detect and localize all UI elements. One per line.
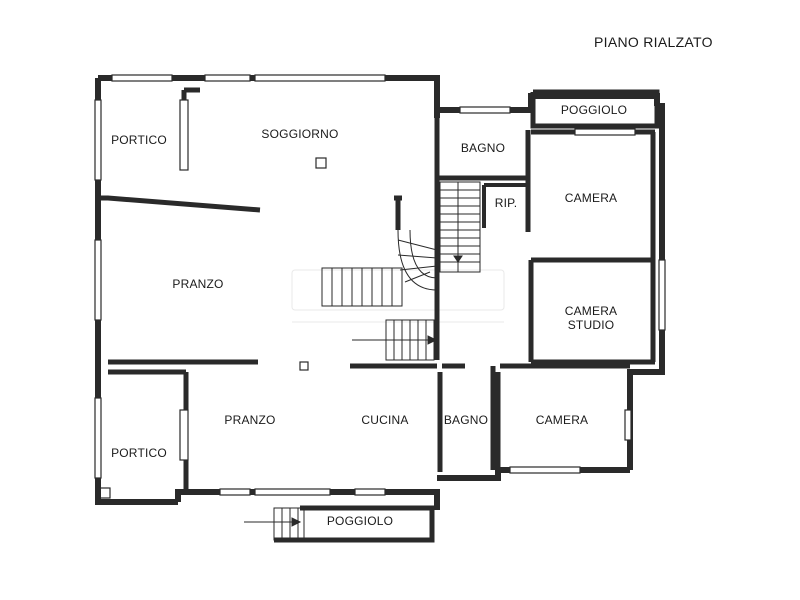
staircase (244, 181, 481, 541)
room-label-pranzo-bottom: PRANZO (224, 413, 276, 427)
room-label-cucina: CUCINA (361, 413, 409, 427)
room-label-camera-studio-line1: CAMERA (564, 304, 618, 318)
windows (94, 74, 666, 496)
room-label-pranzo-left: PRANZO (172, 277, 224, 291)
room-label-bagno-bottom: BAGNO (443, 413, 489, 427)
room-label-soggiorno: SOGGIORNO (261, 127, 339, 141)
room-label-bagno-top: BAGNO (460, 141, 506, 155)
room-label-poggiolo-top: POGGIOLO (560, 103, 628, 117)
plan-title: PIANO RIALZATO (594, 34, 713, 50)
room-label-poggiolo-bottom: POGGIOLO (326, 514, 394, 528)
room-label-rip: RIP. (494, 196, 518, 210)
fixtures (99, 157, 327, 499)
room-label-camera-top: CAMERA (564, 191, 618, 205)
room-label-portico-bottom: PORTICO (111, 446, 167, 460)
room-label-camera-studio-line2: STUDIO (567, 318, 615, 332)
watermark-logo (291, 269, 505, 323)
room-label-camera-bottom: CAMERA (535, 413, 589, 427)
room-label-camera-studio: CAMERA STUDIO (565, 304, 618, 332)
room-label-portico-top: PORTICO (111, 133, 167, 147)
